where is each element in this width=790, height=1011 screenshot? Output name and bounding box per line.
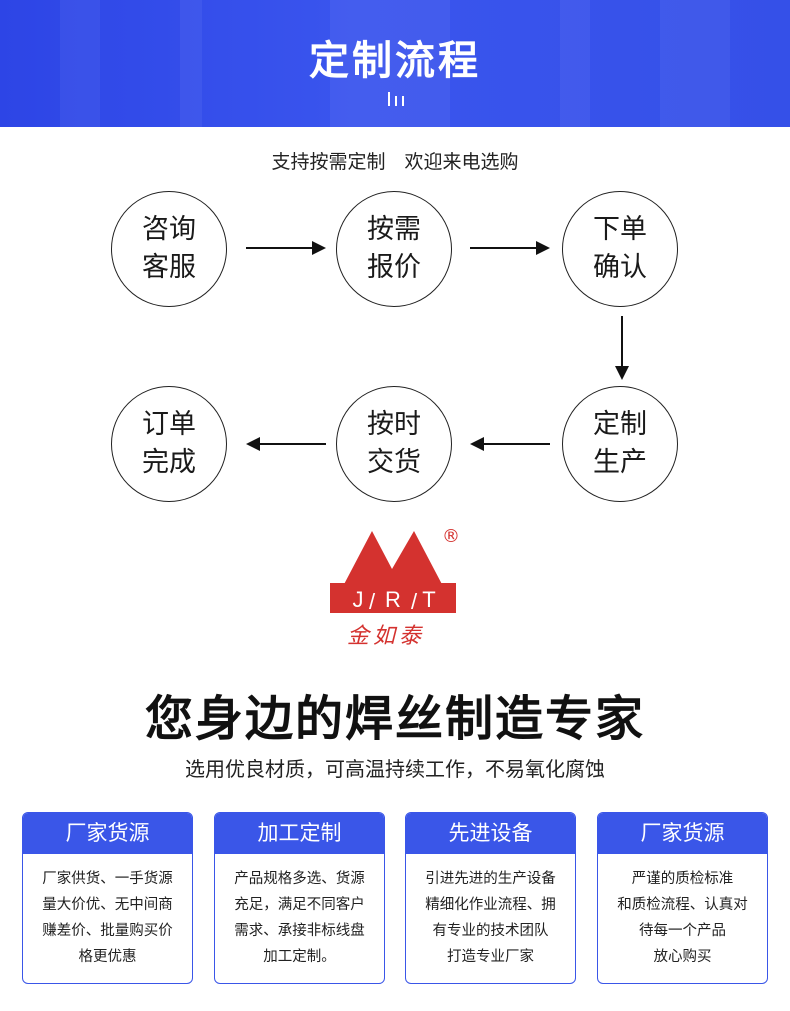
svg-text:/: / xyxy=(411,589,418,614)
headline: 您身边的焊丝制造专家 xyxy=(144,691,645,747)
header-banner: 定制流程 xyxy=(0,0,790,127)
card-title: 厂家货源 xyxy=(598,813,767,854)
flow-step-label: 定制 xyxy=(593,409,647,440)
tagline: 选用优良材质，可高温持续工作，不易氧化腐蚀 xyxy=(185,757,605,781)
flow-step-label: 下单 xyxy=(593,214,647,245)
bars-icon xyxy=(387,92,405,106)
flow-step-label: 报价 xyxy=(367,252,421,283)
flow-step-label: 客服 xyxy=(142,252,196,283)
flow-step-deliver: 按时 交货 xyxy=(336,386,452,502)
arrow-right-icon xyxy=(246,241,326,255)
registered-mark: ® xyxy=(442,526,460,547)
arrow-left-icon xyxy=(246,437,326,451)
feature-card-custom: 加工定制 产品规格多选、货源 充足，满足不同客户 需求、承接非标线盘 加工定制。 xyxy=(214,812,385,984)
brand-name: 金如泰 xyxy=(346,624,425,649)
card-body: 产品规格多选、货源 充足，满足不同客户 需求、承接非标线盘 加工定制。 xyxy=(234,871,365,965)
page-title: 定制流程 xyxy=(309,38,481,84)
arrow-right-icon xyxy=(470,241,550,255)
flow-step-label: 按时 xyxy=(367,409,421,440)
flow-step-label: 确认 xyxy=(593,252,647,283)
arrow-left-icon xyxy=(470,437,550,451)
card-body: 引进先进的生产设备 精细化作业流程、拥 有专业的技术团队 打造专业厂家 xyxy=(425,871,556,965)
feature-card-quality: 厂家货源 严谨的质检标准 和质检流程、认真对 待每一个产品 放心购买 xyxy=(597,812,768,984)
card-body: 严谨的质检标准 和质检流程、认真对 待每一个产品 放心购买 xyxy=(617,871,748,965)
subtitle: 支持按需定制 欢迎来电选购 xyxy=(271,151,519,173)
flow-step-label: 生产 xyxy=(593,447,647,478)
logo-letter: J xyxy=(353,587,364,612)
logo-letter: R xyxy=(385,587,401,612)
flow-step-order: 下单 确认 xyxy=(562,191,678,307)
card-title: 先进设备 xyxy=(406,813,575,854)
flow-step-label: 按需 xyxy=(367,214,421,245)
flow-step-label: 完成 xyxy=(142,447,196,478)
flow-step-label: 交货 xyxy=(367,447,421,478)
card-title: 加工定制 xyxy=(215,813,384,854)
card-title: 厂家货源 xyxy=(23,813,192,854)
flow-step-complete: 订单 完成 xyxy=(111,386,227,502)
flow-step-consult: 咨询 客服 xyxy=(111,191,227,307)
flow-step-label: 咨询 xyxy=(142,214,196,245)
card-body: 厂家供货、一手货源 量大价优、无中间商 赚差价、批量购买价 格更优惠 xyxy=(42,871,173,965)
svg-text:/: / xyxy=(369,589,376,614)
brand-logo: J / R / T ® xyxy=(330,526,460,614)
arrow-down-icon xyxy=(615,316,629,380)
flow-step-label: 订单 xyxy=(142,409,196,440)
feature-card-source: 厂家货源 厂家供货、一手货源 量大价优、无中间商 赚差价、批量购买价 格更优惠 xyxy=(22,812,193,984)
flow-step-quote: 按需 报价 xyxy=(336,191,452,307)
flow-step-produce: 定制 生产 xyxy=(562,386,678,502)
logo-letter: T xyxy=(422,587,435,612)
feature-card-equipment: 先进设备 引进先进的生产设备 精细化作业流程、拥 有专业的技术团队 打造专业厂家 xyxy=(405,812,576,984)
